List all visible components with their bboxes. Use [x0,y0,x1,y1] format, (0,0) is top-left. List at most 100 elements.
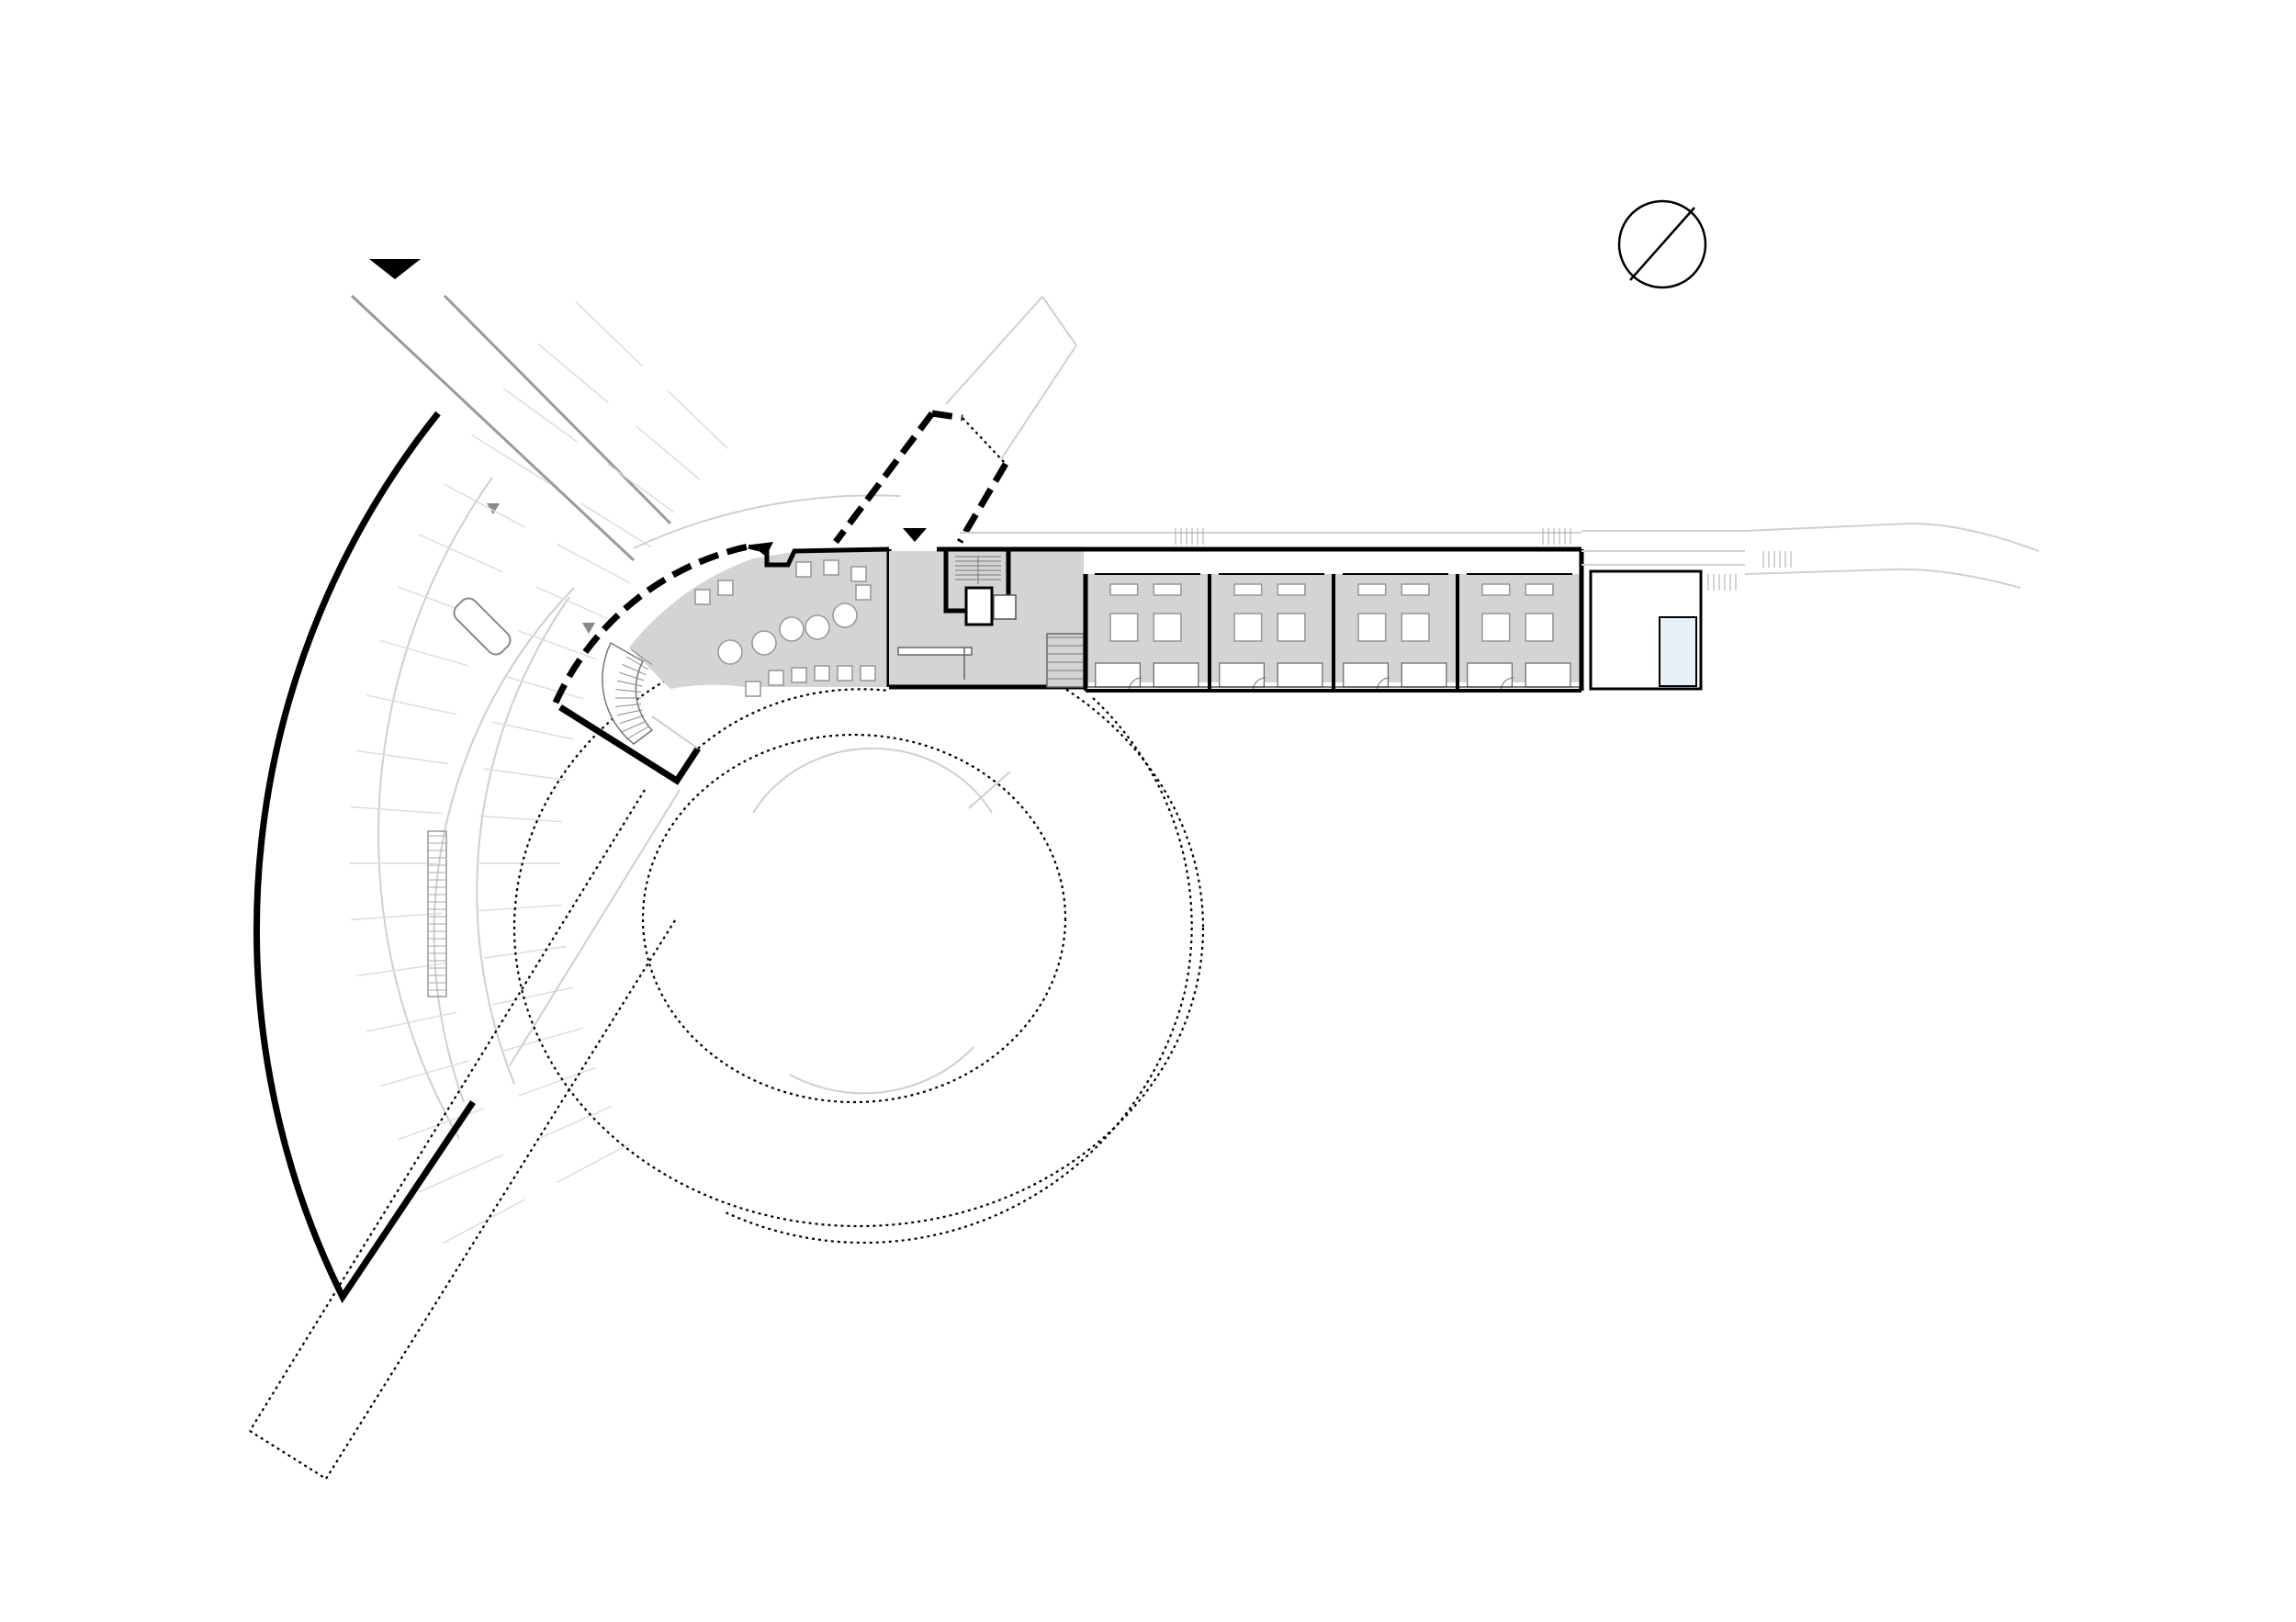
parking-bay-line [351,805,443,815]
stair-tread [619,671,645,681]
guest-room [1332,573,1448,692]
restaurant-tables [694,559,876,697]
desk [1277,583,1306,596]
bathroom [1343,662,1390,688]
square-table [855,584,872,601]
parking-outer-wall [253,411,476,1303]
bed-icon [1525,613,1554,642]
square-table [860,665,876,681]
round-table [717,639,743,665]
parking-bay-line [366,1011,457,1032]
bathroom [1467,662,1514,688]
square-table [837,665,853,681]
desk [1525,583,1554,596]
south-west-path [249,789,681,1480]
bed-icon [1153,613,1182,642]
courtyard-rings [512,494,1205,1245]
bathroom [1525,662,1571,688]
parking-bay-line [379,1060,469,1087]
square-table [694,589,711,605]
parking-bay-line [418,1154,503,1193]
ramp [427,830,447,997]
parking-bay-line [484,945,567,959]
parking-bay-line [518,1066,597,1097]
guest-room [1456,573,1572,692]
square-table [791,667,807,683]
stair-tread [615,689,642,693]
parking-bay-line [484,768,567,782]
square-table [768,670,784,686]
bathroom [1401,662,1447,688]
entrance-triangle-icon [487,503,500,514]
parking-bay-line [502,388,579,444]
stair-tread [619,715,645,725]
bed-icon [1357,613,1387,642]
parking-bay-line [606,463,675,513]
parking-bay-line [418,534,503,573]
east-pavilion [1581,522,2040,691]
parking-bay-line [379,639,469,667]
parking-bay-line [503,1027,584,1052]
bathroom [1153,662,1199,688]
entrance-triangle-icon [582,623,595,634]
entrance-triangle-icon [903,528,927,542]
stair-tread [616,709,643,716]
square-table [823,559,839,576]
parking-bay-line [356,749,448,765]
stair-tread [622,663,647,676]
stair-tread [622,720,647,733]
reception-core [889,549,1085,690]
desk [1481,583,1511,596]
parking-bay-line [518,630,597,660]
parking-bay-line [535,1105,613,1141]
desk [1109,583,1139,596]
stair-tread [630,648,653,665]
parking-arc [349,301,728,1244]
round-table [779,616,805,642]
square-table [850,566,867,582]
parking-bay-line [537,343,609,404]
parking-bay-line [492,721,574,740]
parking-bay-line [443,1199,525,1244]
parking-bay-line [668,390,728,450]
parking-bay-line [557,543,631,584]
pool [1659,616,1697,687]
stair-tread [625,726,649,740]
parking-bay-line [478,904,562,912]
guest-room [1208,573,1324,692]
stair-tread [625,656,649,670]
bathroom [1095,662,1142,688]
bed-icon [1277,613,1306,642]
parking-bay-line [492,986,574,1006]
bathroom [1277,662,1323,688]
lobby-restaurant [552,543,892,785]
parking-bay-line [366,694,457,715]
desk [1357,583,1387,596]
round-table [751,630,777,656]
parking-bay-line [478,815,562,823]
parking-bay-line [557,1143,631,1184]
entrance-triangle-icon [369,259,421,279]
stair-tread [615,703,642,707]
access-road [350,294,672,562]
parking-bay-line [443,483,525,528]
stair-tread [616,680,643,687]
car-icon [453,597,512,656]
parking-bay-line [397,1108,485,1141]
square-table [745,681,761,697]
round-table [805,614,830,640]
bed-icon [1401,613,1430,642]
guest-room-wing [937,528,1792,693]
parking-bay-line [535,586,613,622]
parking-bay-line [580,502,652,548]
bed-icon [1109,613,1139,642]
desk [1153,583,1182,596]
parking-bay-line [471,434,550,485]
parking-bay-line [503,675,584,700]
bed-icon [1481,613,1511,642]
bed-icon [1233,613,1263,642]
parking-bay-line [575,301,643,366]
north-east-wing [833,296,1077,545]
desk [1401,583,1430,596]
